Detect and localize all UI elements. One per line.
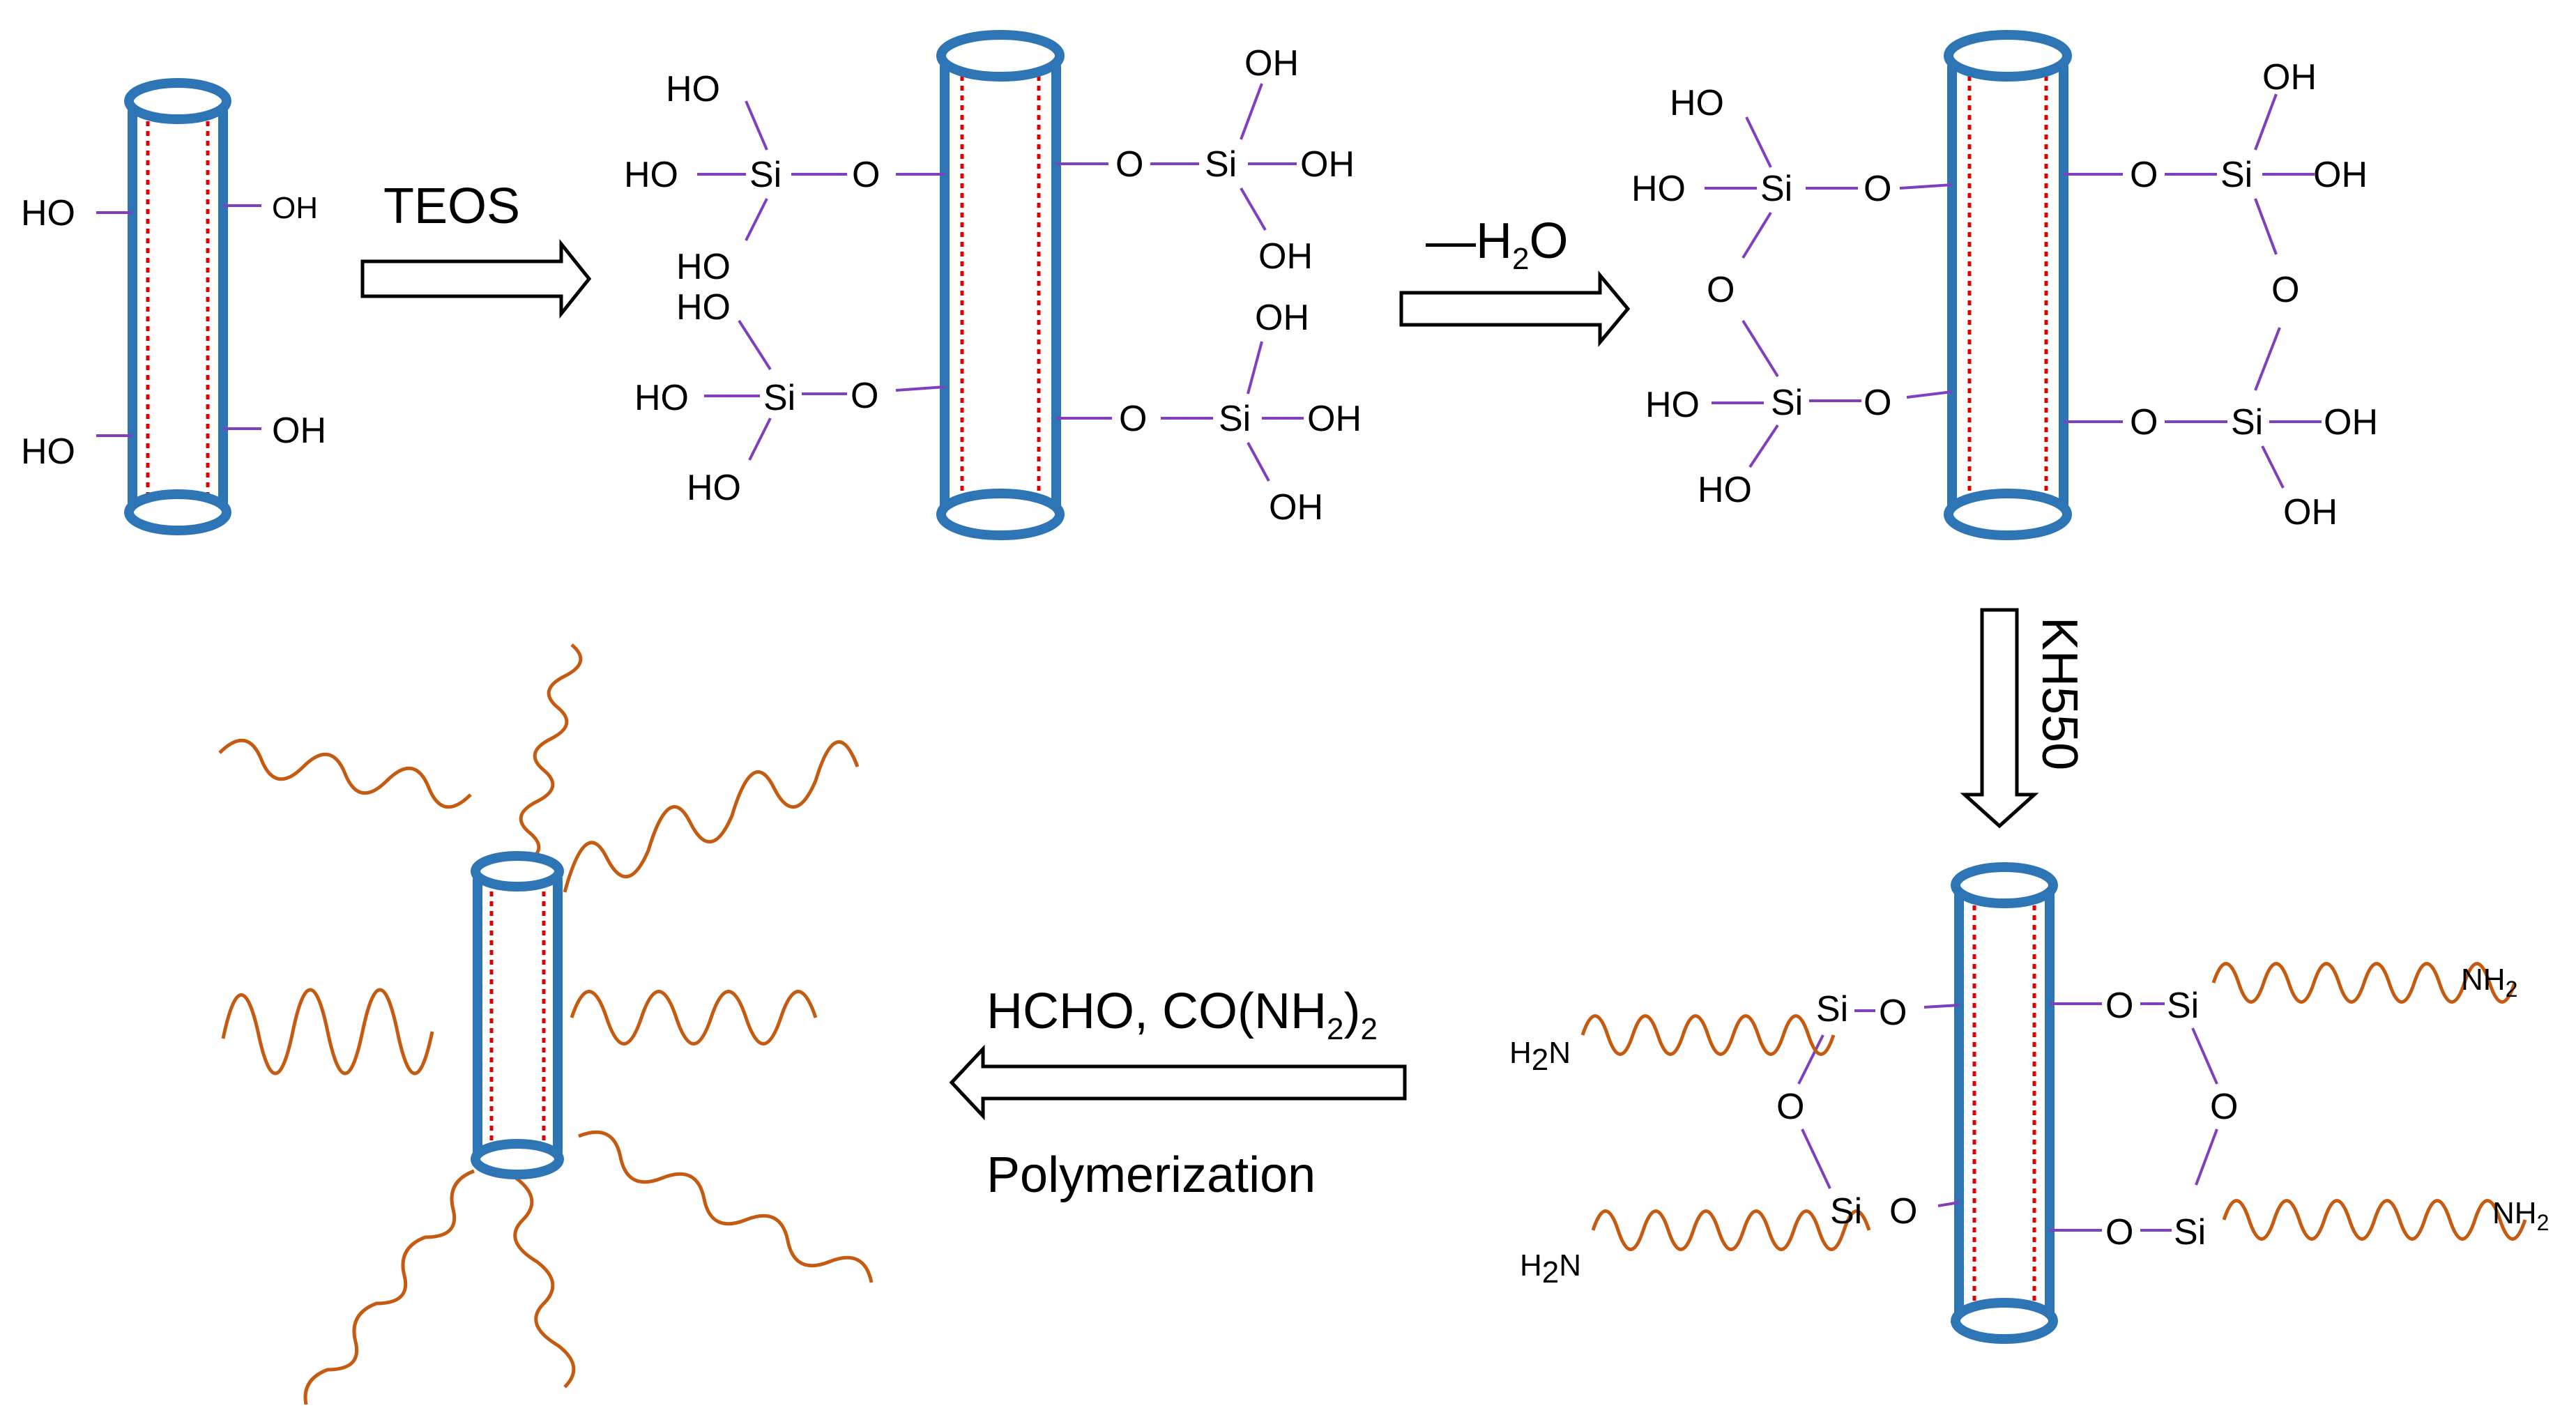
stage1-hydroxyls: HO HO OH OH — [21, 191, 326, 472]
oxygen-label: O — [2130, 402, 2158, 443]
hydroxyl-label: HO — [666, 69, 720, 109]
silicon-label: Si — [2174, 1212, 2206, 1253]
polymerization-arrow: HCHO, CO(NH2)2 Polymerization — [949, 984, 1407, 1203]
hydroxyl-label: OH — [272, 411, 326, 451]
hydroxyl-label: OH — [2324, 402, 2378, 443]
hydroxyl-label: OH — [1307, 399, 1362, 439]
stage5-polymer-chains — [218, 643, 874, 1408]
stage2-silanols: O Si HO HO HO O Si HO HO HO O Si OH OH O… — [624, 43, 1362, 528]
teos-label: TEOS — [383, 178, 520, 234]
hydroxyl-label: OH — [1244, 43, 1299, 84]
silicon-label: Si — [2231, 402, 2263, 443]
stage3-siloxane-network: O Si HO HO O O Si HO HO O Si OH OH O O S… — [1631, 57, 2378, 533]
stage2-nanotube — [936, 30, 1065, 540]
amine-label: NH2 — [2461, 963, 2517, 1002]
hydroxyl-label: HO — [676, 247, 731, 287]
polymerization-label: Polymerization — [986, 1147, 1316, 1203]
hydroxyl-label: OH — [2283, 492, 2338, 533]
silicon-label: Si — [1219, 399, 1251, 439]
oxygen-label: O — [851, 376, 878, 416]
bridging-oxygen-label: O — [1776, 1087, 1804, 1127]
silicon-label: Si — [1205, 144, 1237, 185]
kh550-label: KH550 — [2032, 617, 2087, 770]
bridging-oxygen-label: O — [2210, 1087, 2238, 1127]
hydroxyl-label: HO — [1670, 83, 1724, 123]
hydroxyl-label: OH — [272, 191, 318, 225]
stage3-nanotube — [1944, 30, 2072, 540]
hydroxyl-label: HO — [634, 378, 689, 418]
oxygen-label: O — [1864, 383, 1891, 423]
silicon-label: Si — [1830, 1191, 1862, 1232]
oxygen-label: O — [1889, 1191, 1917, 1232]
oxygen-label: O — [2105, 1212, 2133, 1253]
hydroxyl-label: HO — [21, 431, 75, 472]
reagents-label: HCHO, CO(NH2)2 — [986, 984, 1378, 1046]
silicon-label: Si — [2220, 155, 2253, 195]
hydroxyl-label: OH — [1300, 144, 1355, 185]
bridging-oxygen-label: O — [2271, 270, 2299, 310]
hydroxyl-label: OH — [1269, 487, 1323, 528]
amine-label: H2N — [1520, 1248, 1581, 1290]
hydroxyl-label: HO — [21, 193, 75, 234]
hydroxyl-label: HO — [624, 155, 678, 195]
silicon-label: Si — [1816, 989, 1848, 1030]
silicon-label: Si — [2167, 986, 2199, 1026]
hydroxyl-label: OH — [1258, 236, 1313, 277]
silicon-label: Si — [763, 378, 795, 418]
oxygen-label: O — [1119, 399, 1147, 439]
hydroxyl-label: HO — [676, 287, 731, 328]
hydroxyl-label: HO — [1631, 169, 1686, 209]
amine-label: H2N — [1509, 1036, 1571, 1077]
kh550-arrow: KH550 — [1960, 608, 2087, 829]
dehydration-label: —H2O — [1426, 213, 1569, 276]
stage4-aminosilane: Si O O H2N Si O H2N O Si O NH2 O Si NH2 — [1509, 962, 2549, 1290]
oxygen-label: O — [2105, 986, 2133, 1026]
oxygen-label: O — [2130, 155, 2158, 195]
stage4-nanotube — [1951, 862, 2058, 1344]
stage1-nanotube — [124, 78, 231, 535]
stage5-nanotube — [471, 851, 564, 1179]
hydroxyl-label: OH — [2313, 155, 2368, 195]
hydroxyl-label: HO — [1698, 470, 1752, 510]
silicon-label: Si — [749, 155, 782, 195]
silicon-label: Si — [1760, 169, 1792, 209]
hydroxyl-label: OH — [2262, 57, 2317, 98]
hydroxyl-label: HO — [687, 468, 741, 508]
teos-arrow: TEOS — [360, 178, 592, 319]
oxygen-label: O — [852, 155, 880, 195]
oxygen-label: O — [1115, 144, 1143, 185]
amine-label: NH2 — [2492, 1196, 2549, 1235]
hydroxyl-label: HO — [1645, 385, 1700, 425]
dehydration-arrow: —H2O — [1399, 213, 1631, 347]
oxygen-label: O — [1864, 169, 1891, 209]
bridging-oxygen-label: O — [1707, 270, 1735, 310]
oxygen-label: O — [1879, 993, 1907, 1033]
hydroxyl-label: OH — [1255, 298, 1309, 338]
silicon-label: Si — [1771, 383, 1803, 423]
